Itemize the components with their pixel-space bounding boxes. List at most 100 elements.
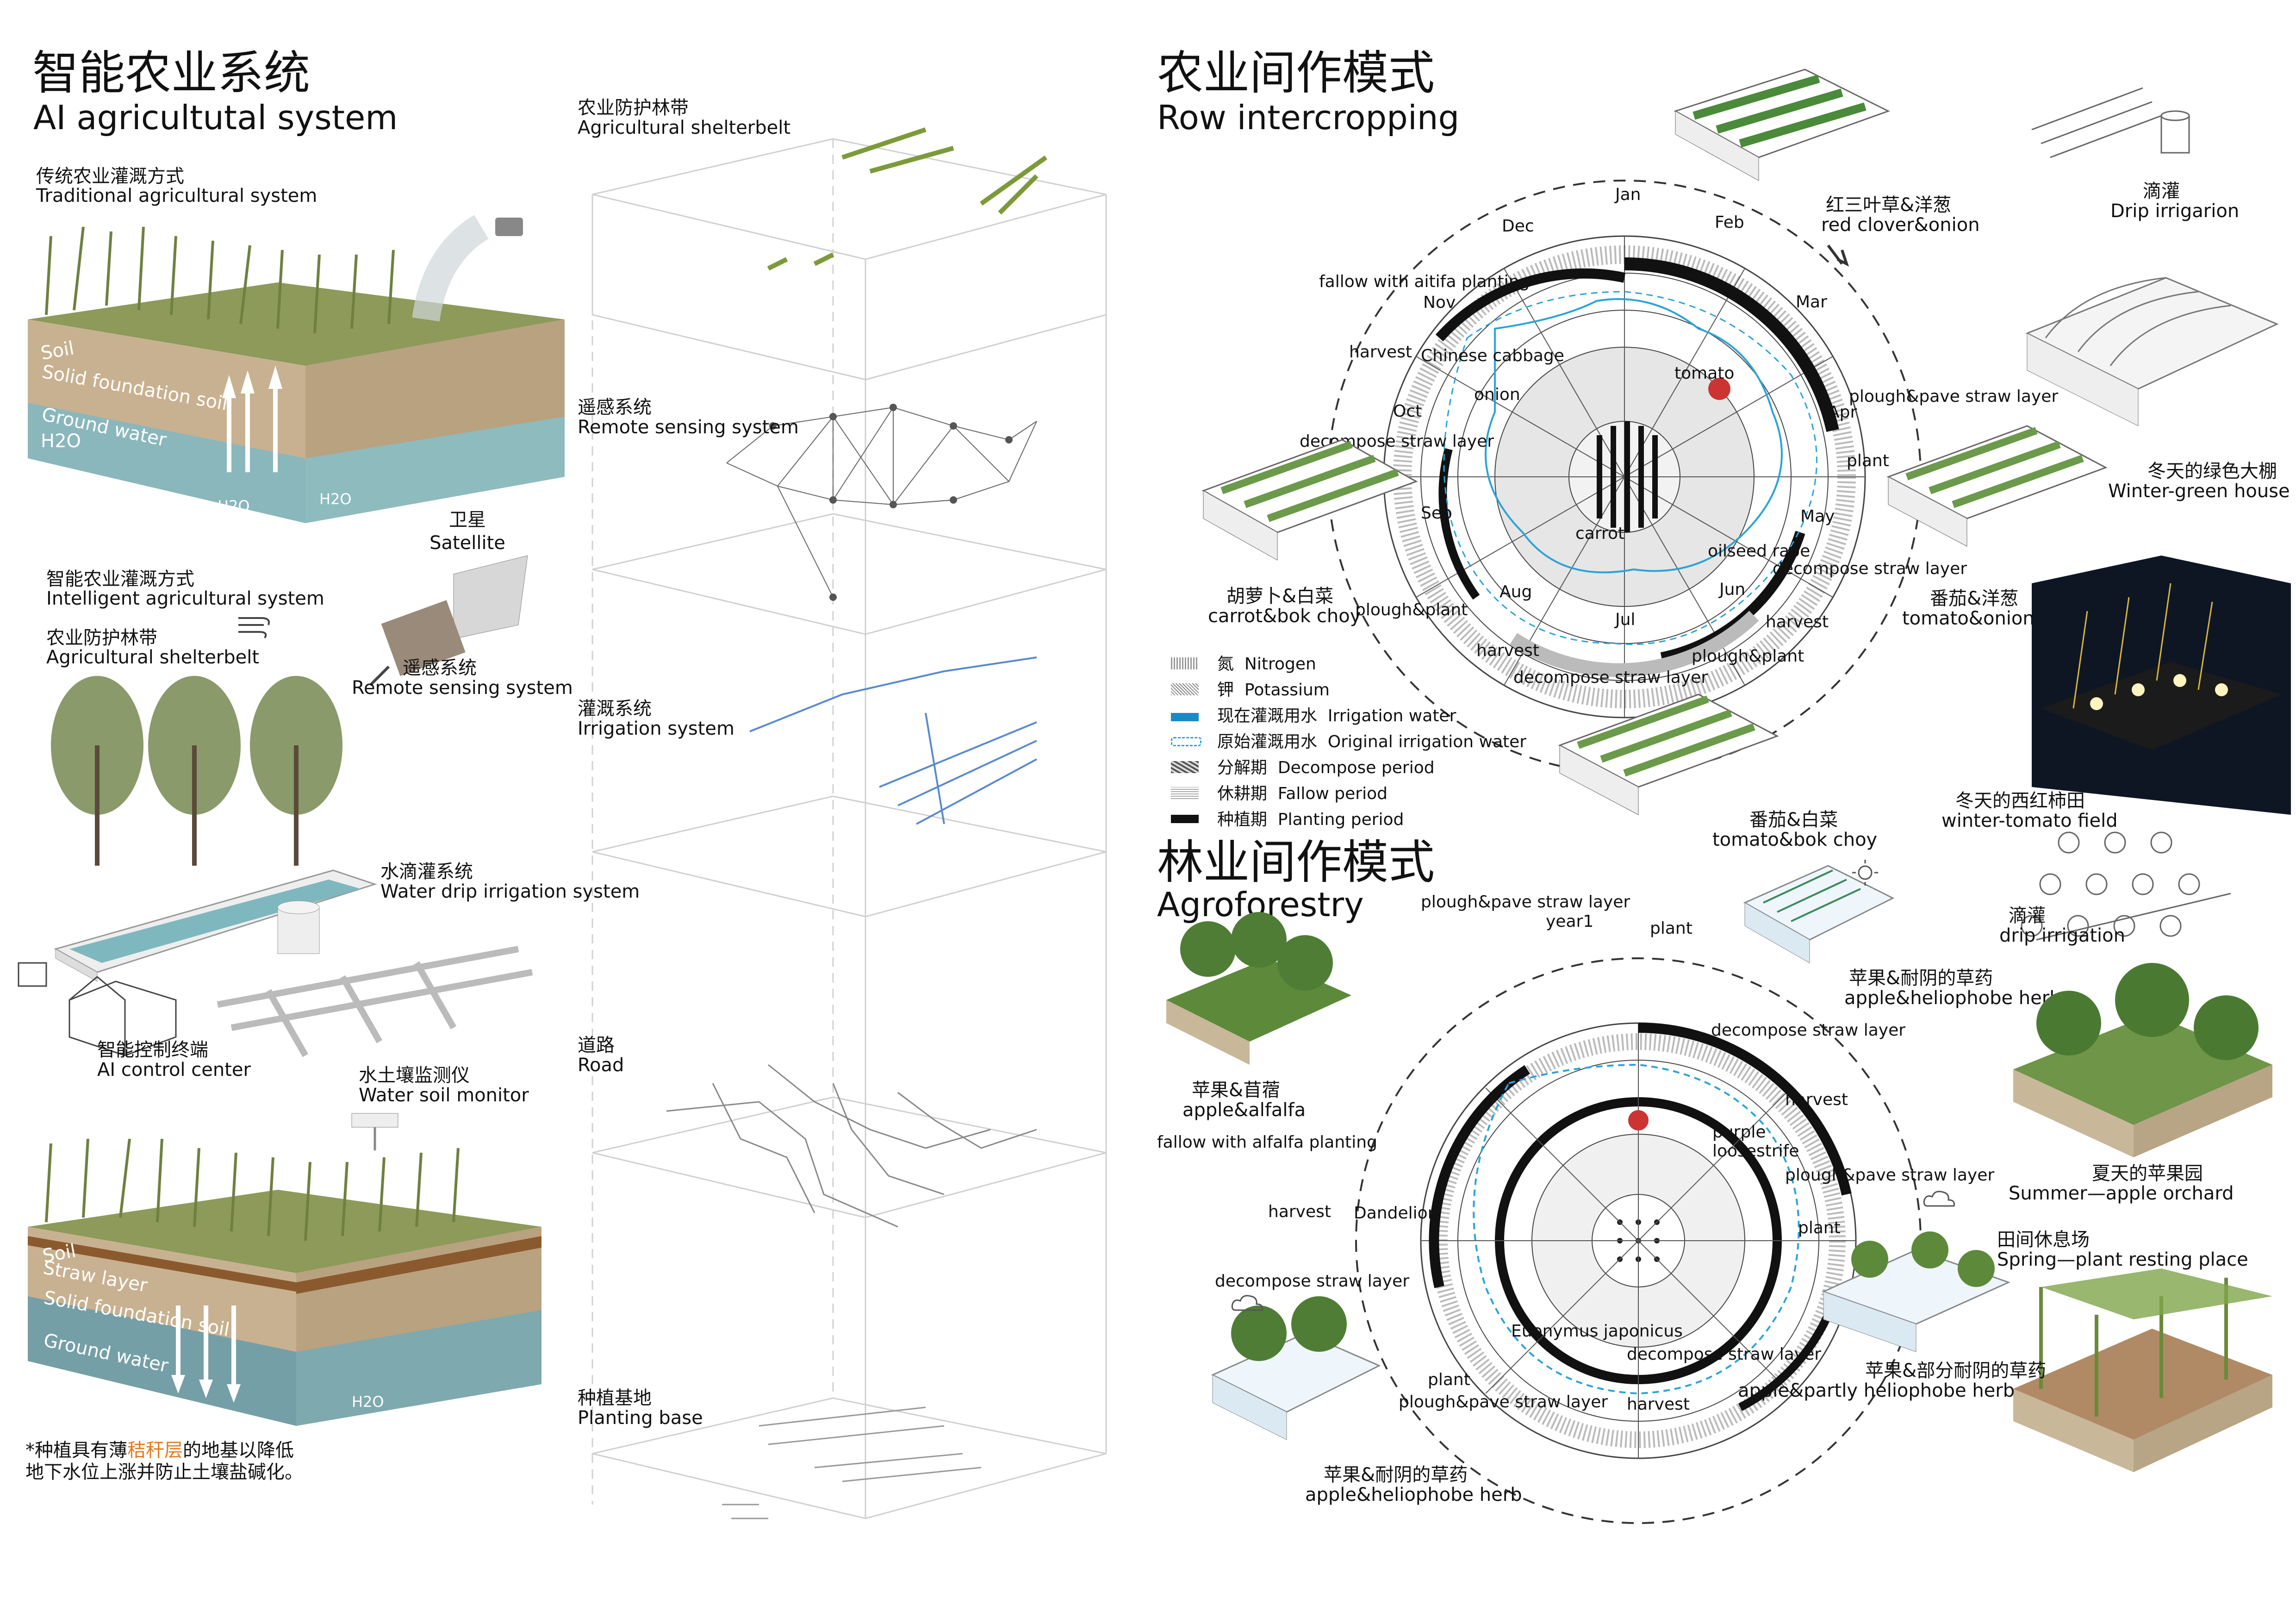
layer-3-en: Irrigation system — [578, 718, 734, 739]
agro-decompose-left: decompose straw layer — [1215, 1272, 1410, 1291]
shelterbelt-en: Agricultural shelterbelt — [46, 647, 260, 668]
alfalfa-cn: 苹果&苜蓿 — [1192, 1080, 1281, 1101]
legend-nitrogen: 氮 Nitrogen — [1217, 655, 1316, 674]
intelligent-cn: 智能农业灌溉方式 — [46, 568, 194, 590]
agro-decompose-right: decompose straw layer — [1711, 1021, 1906, 1040]
layer-4-en: Road — [578, 1055, 624, 1076]
month-sep: Sep — [1421, 504, 1452, 523]
tomato-onion-en: tomato&onion — [1902, 608, 2035, 629]
greenhouse — [2025, 277, 2279, 426]
h2o-label-5: H2O — [352, 1393, 384, 1411]
h2o-label-1: H2O — [41, 431, 81, 452]
legend-decompose: 分解期 Decompose period — [1217, 758, 1435, 777]
layer-stack — [591, 127, 1107, 1519]
row-oilseed: oilseed rape — [1708, 542, 1811, 561]
row-chinese-cabbage: Chinese cabbage — [1421, 346, 1564, 365]
layer-5-cn: 种植基地 — [578, 1387, 652, 1409]
title-cn: 智能农业系统 — [32, 46, 310, 100]
summer-cn: 夏天的苹果园 — [2092, 1163, 2203, 1184]
agro-harvest-bottom: harvest — [1627, 1395, 1690, 1414]
month-mar: Mar — [1796, 293, 1827, 312]
partly-heliophobe-scene — [1821, 1231, 2011, 1352]
remote-en: Remote sensing system — [352, 677, 573, 699]
heliophobe-bottom-scene — [1211, 1296, 1381, 1440]
drip-pipe-diagram — [2031, 87, 2190, 158]
legend-fallow: 休耕期 Fallow period — [1217, 784, 1388, 803]
row-plough-apr: plough&pave straw layer — [1849, 387, 2059, 406]
swatch-potassium — [1171, 683, 1199, 695]
shelterbelt-trees — [51, 676, 342, 866]
note-part-c: 的地基以降低 — [183, 1440, 294, 1461]
agro-euonymus: Euonymus japonicus — [1511, 1322, 1683, 1341]
drip-system — [18, 869, 533, 1057]
resting-en: Spring—plant resting place — [1997, 1249, 2248, 1270]
sun-icon — [1852, 860, 1878, 886]
control-en: AI control center — [97, 1059, 251, 1081]
traditional-en: Traditional agricultural system — [36, 185, 317, 206]
tomato-onion-bed — [1886, 425, 2108, 547]
wind-icon — [238, 617, 270, 639]
heliophobe-top-en: apple&heliophobe herb — [1844, 987, 2061, 1009]
carrot-bed — [1201, 439, 1418, 561]
title-en: AI agricultutal system — [33, 98, 398, 137]
row-title-en: Row intercropping — [1157, 98, 1460, 137]
agro-plant-top: plant — [1650, 919, 1692, 938]
satellite-en: Satellite — [429, 532, 505, 554]
clover-bed — [1674, 69, 1890, 181]
agro-harvest-left: harvest — [1268, 1202, 1332, 1221]
layer-3-cn: 灌溉系统 — [578, 698, 652, 719]
month-aug: Aug — [1500, 582, 1532, 601]
alfalfa-en: apple&alfalfa — [1182, 1099, 1306, 1121]
monitor-en: Water soil monitor — [359, 1085, 529, 1106]
layer-2-cn: 遥感系统 — [578, 397, 652, 418]
legend-irrigation: 现在灌溉用水 Irrigation water — [1217, 706, 1456, 725]
summer-orchard-scene — [2013, 963, 2272, 1157]
month-jan: Jan — [1615, 185, 1641, 204]
swatch-nitrogen — [1171, 657, 1199, 669]
agro-plant-bottom: plant — [1428, 1370, 1470, 1389]
swatch-fallow — [1171, 787, 1199, 799]
legend-planting: 种植期 Planting period — [1217, 810, 1404, 829]
satellite-cn: 卫星 — [449, 509, 486, 531]
carrot-en: carrot&bok choy — [1208, 606, 1361, 627]
agro-purple: purple loosestrife — [1712, 1123, 1799, 1161]
traditional-cn: 传统农业灌溉方式 — [36, 166, 184, 187]
row-decompose-may: decompose straw layer — [1773, 559, 1967, 578]
row-fallow: fallow with aitifa planting — [1319, 272, 1530, 291]
swatch-planting — [1171, 815, 1199, 823]
h2o-label-3: H2O — [319, 490, 352, 508]
heliophobe-top-scene — [1743, 865, 1895, 963]
h2o-label-4: H2O — [109, 1405, 141, 1422]
month-feb: Feb — [1715, 213, 1744, 232]
agro-cycle-wheel — [1355, 957, 1922, 1524]
heliophobe-bottom-en: apple&heliophobe herb — [1305, 1484, 1522, 1505]
agro-plough-top: plough&pave straw layer — [1421, 893, 1630, 912]
agro-dandelion: Dandelion — [1354, 1204, 1438, 1223]
winter-tomato-scene — [2032, 556, 2291, 815]
control-cn: 智能控制终端 — [97, 1039, 208, 1061]
agro-year1: year1 — [1546, 912, 1594, 931]
agro-fallow-left: fallow with alfalfa planting — [1157, 1133, 1377, 1152]
cloud-icon — [1231, 1295, 1263, 1311]
swatch-original-water — [1171, 737, 1201, 746]
row-plough-sep: plough&plant — [1355, 600, 1468, 619]
clover-cn: 红三叶草&洋葱 — [1826, 194, 1952, 216]
winter-tomato-cn: 冬天的西红柿田 — [1955, 790, 2085, 812]
drip-emitters — [2021, 831, 2231, 941]
apple-alfalfa-scene — [1166, 912, 1351, 1065]
layer-5-en: Planting base — [578, 1407, 703, 1429]
heliophobe-top-cn: 苹果&耐阴的草药 — [1849, 968, 1993, 989]
legend-original-water: 原始灌溉用水 Original irrigation water — [1217, 732, 1527, 751]
greenhouse-en: Winter-green house — [2108, 481, 2290, 502]
resting-place-scene — [2013, 1268, 2272, 1472]
layer-1-cn: 农业防护林带 — [578, 97, 689, 119]
row-title-cn: 农业间作模式 — [1157, 46, 1435, 100]
swatch-decompose — [1171, 761, 1199, 773]
row-harvest-nov: harvest — [1349, 343, 1412, 362]
month-oct: Oct — [1393, 402, 1422, 421]
tomato-bok-en: tomato&bok choy — [1712, 829, 1878, 850]
shelterbelt-cn: 农业防护林带 — [46, 627, 157, 649]
row-plant-apr: plant — [1847, 451, 1889, 470]
row-cycle-wheel — [1327, 180, 1922, 774]
drip-en: Water drip irrigation system — [380, 881, 640, 902]
